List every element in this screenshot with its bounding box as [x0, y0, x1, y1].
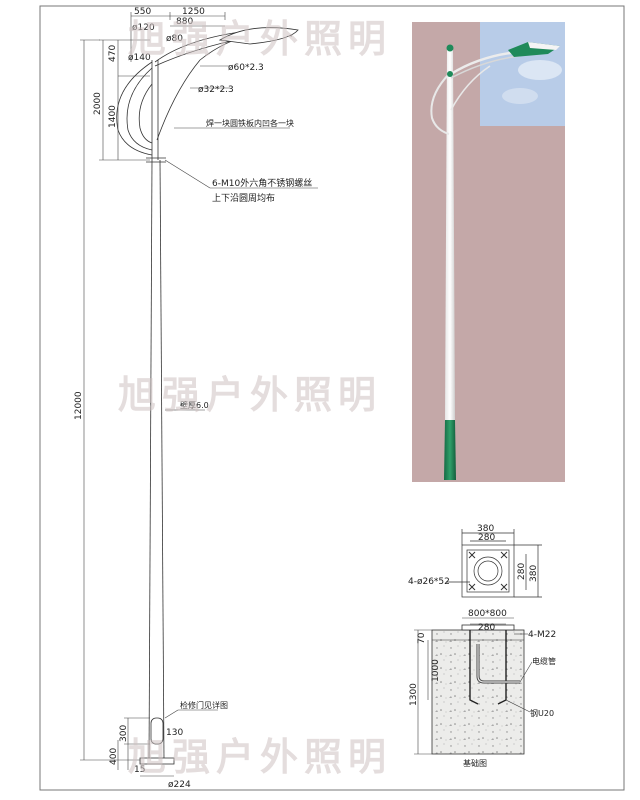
pole-elevation — [116, 27, 299, 765]
dim-15: 15 — [134, 765, 145, 775]
watermark-top: 旭强户外照明 — [128, 16, 392, 61]
flange-dim-280: 280 — [478, 533, 495, 543]
flange-dim-v280: 280 — [517, 563, 527, 580]
bolt-note-line2: 上下沿圆周均布 — [212, 192, 275, 204]
foundation-dim-280: 280 — [478, 623, 495, 633]
watermark-bottom: 旭强户外照明 — [128, 734, 392, 779]
dim-12000: 12000 — [74, 391, 84, 420]
foundation-m22-note: 4-M22 — [528, 630, 556, 640]
flange-dim-v380: 380 — [529, 565, 539, 582]
dim-1400: 1400 — [108, 105, 118, 128]
flange-dim-380: 380 — [477, 524, 494, 534]
foundation-rebar-note: 钢U20 — [530, 708, 554, 718]
watermark-middle: 旭强户外照明 — [118, 372, 382, 417]
dim-phi140: ø140 — [128, 53, 151, 63]
bolt-note-line1: 6-M10外六角不锈钢螺丝 — [212, 177, 312, 189]
foundation-dim-70: 70 — [417, 632, 427, 644]
weld-note: 焊一块圆铁板内凹各一块 — [206, 118, 294, 128]
flange-holes-note: 4-ø26*52 — [408, 577, 450, 587]
pole-photo-render — [412, 22, 565, 482]
drawing-border — [39, 5, 625, 791]
dim-phi32: ø32*2.3 — [198, 85, 234, 95]
dim-1250: 1250 — [182, 7, 205, 17]
dim-400: 400 — [109, 748, 119, 765]
foundation-section — [414, 617, 533, 755]
dim-phi224: ø224 — [168, 780, 191, 790]
foundation-dim-800: 800*800 — [468, 609, 507, 619]
dim-2000: 2000 — [93, 92, 103, 115]
wall-thickness-note: 壁厚6.0 — [180, 400, 209, 410]
foundation-cable-note: 电缆管 — [532, 656, 556, 666]
door-note: 检修门见详图 — [180, 700, 228, 710]
dim-phi80: ø80 — [166, 34, 183, 44]
dim-470: 470 — [108, 45, 118, 62]
dim-550: 550 — [134, 7, 151, 17]
foundation-dim-1300: 1300 — [409, 683, 419, 706]
dim-880: 880 — [176, 17, 193, 27]
dim-phi60: ø60*2.3 — [228, 63, 264, 73]
flange-plan — [446, 529, 542, 598]
dim-phi120: ø120 — [132, 23, 155, 33]
foundation-dim-1000: 1000 — [431, 659, 441, 682]
dim-300: 300 — [119, 725, 129, 742]
foundation-title: 基础图 — [463, 758, 487, 768]
dim-130: 130 — [166, 728, 183, 738]
top-dimension-lines — [80, 12, 318, 777]
